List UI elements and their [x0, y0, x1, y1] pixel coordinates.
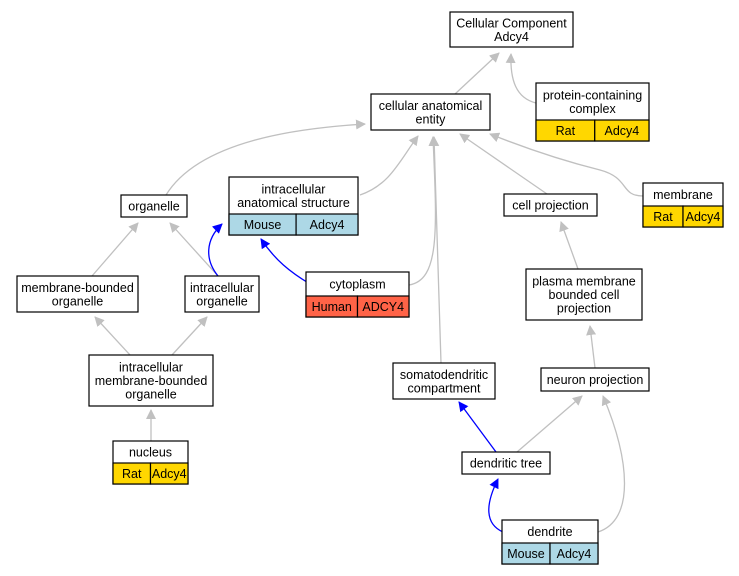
node-label-line: nucleus: [129, 446, 172, 460]
edge-dtree-to-somato: [458, 401, 497, 453]
gene-cell: [295, 213, 359, 236]
node-label-line: membrane: [653, 188, 713, 202]
gene-cell: [356, 295, 410, 318]
gene-label: Adcy4: [310, 218, 345, 232]
node-label-line: protein-containing: [543, 88, 642, 102]
gene-label: Adcy4: [686, 210, 721, 224]
node-label-line: bounded cell: [549, 288, 620, 302]
gene-label: Adcy4: [557, 547, 592, 561]
node-label-line: Cellular Component: [456, 16, 567, 30]
node-label-line: cytoplasm: [329, 278, 385, 292]
node-box: [461, 451, 551, 475]
node-box: [120, 194, 188, 218]
node-label-line: cell projection: [512, 199, 588, 213]
node-label-line: entity: [416, 112, 447, 126]
node-label-line: anatomical structure: [237, 196, 350, 210]
edge-dendrite-to-neuronproj: [597, 395, 626, 533]
species-label: Human: [312, 300, 352, 314]
edge-pmbcp-to-cellproj: [559, 221, 579, 270]
gene-cell: [682, 205, 724, 228]
node-label-line: organelle: [125, 388, 176, 402]
edge-io-to-organelle: [169, 222, 219, 277]
node-box: [503, 193, 598, 217]
node-label-line: cellular anatomical: [379, 99, 483, 113]
edge-pcc-to-root: [505, 53, 537, 104]
node-box: [184, 275, 260, 313]
edge-neuronproj-to-pmbcp: [586, 325, 597, 369]
node-label-line: Adcy4: [494, 30, 529, 44]
node-label-line: membrane-bounded: [95, 374, 208, 388]
node-label-line: plasma membrane: [532, 275, 636, 289]
edge-ias-to-cae: [359, 135, 419, 196]
species-label: Rat: [556, 124, 576, 138]
gene-label: ADCY4: [362, 300, 404, 314]
edge-io-to-ias: [208, 223, 223, 277]
edge-dendrite-to-dtree: [488, 478, 504, 533]
edge-cytoplasm-to-cae: [408, 136, 439, 286]
gene-cell: [594, 119, 650, 142]
node-box: [540, 367, 650, 392]
node-cellproj[interactable]: cell projection: [503, 193, 598, 217]
node-label-line: compartment: [408, 381, 481, 395]
node-organelle[interactable]: organelle: [120, 194, 188, 218]
species-label: Rat: [122, 467, 142, 481]
gene-cell: [149, 462, 189, 485]
edge-cellproj-to-cae: [459, 133, 548, 195]
edge-cytoplasm-to-ias: [260, 238, 311, 285]
edge-imbo-to-io: [171, 316, 208, 356]
node-box: [88, 354, 214, 407]
edge-membrane-to-cae: [489, 132, 644, 197]
node-label-line: somatodendritic: [400, 368, 488, 382]
edge-dtree-to-neuronproj: [516, 395, 583, 453]
node-label-line: dendrite: [527, 525, 572, 539]
node-label-line: membrane-bounded: [21, 281, 134, 295]
edge-mbo-to-organelle: [91, 222, 139, 277]
edge-layer: [91, 52, 644, 533]
gene-label: Adcy4: [152, 467, 187, 481]
node-label-line: projection: [557, 302, 611, 316]
edge-cae-to-root: [454, 52, 500, 95]
node-label-line: intracellular: [119, 361, 183, 375]
node-label-line: neuron projection: [547, 373, 644, 387]
edge-somato-to-cae: [429, 136, 442, 364]
node-label-line: organelle: [128, 200, 179, 214]
node-box: [16, 275, 139, 313]
node-box: [525, 268, 643, 321]
node-box: [392, 362, 496, 400]
species-label: Rat: [653, 210, 673, 224]
species-label: Mouse: [244, 218, 282, 232]
node-box: [449, 11, 574, 48]
node-label-line: organelle: [196, 294, 247, 308]
gene-cell: [549, 542, 599, 565]
node-box: [370, 93, 491, 131]
gene-label: Adcy4: [605, 124, 640, 138]
node-dtree[interactable]: dendritic tree: [461, 451, 551, 475]
node-label-line: dendritic tree: [470, 457, 542, 471]
edge-organelle-to-cae: [165, 119, 366, 196]
node-label-line: intracellular: [262, 182, 326, 196]
node-label-line: intracellular: [190, 281, 254, 295]
node-label-line: complex: [569, 102, 616, 116]
edge-imbo-to-mbo: [94, 316, 131, 356]
species-label: Mouse: [507, 547, 545, 561]
node-label-line: organelle: [52, 294, 103, 308]
node-neuronproj[interactable]: neuron projection: [540, 367, 650, 392]
